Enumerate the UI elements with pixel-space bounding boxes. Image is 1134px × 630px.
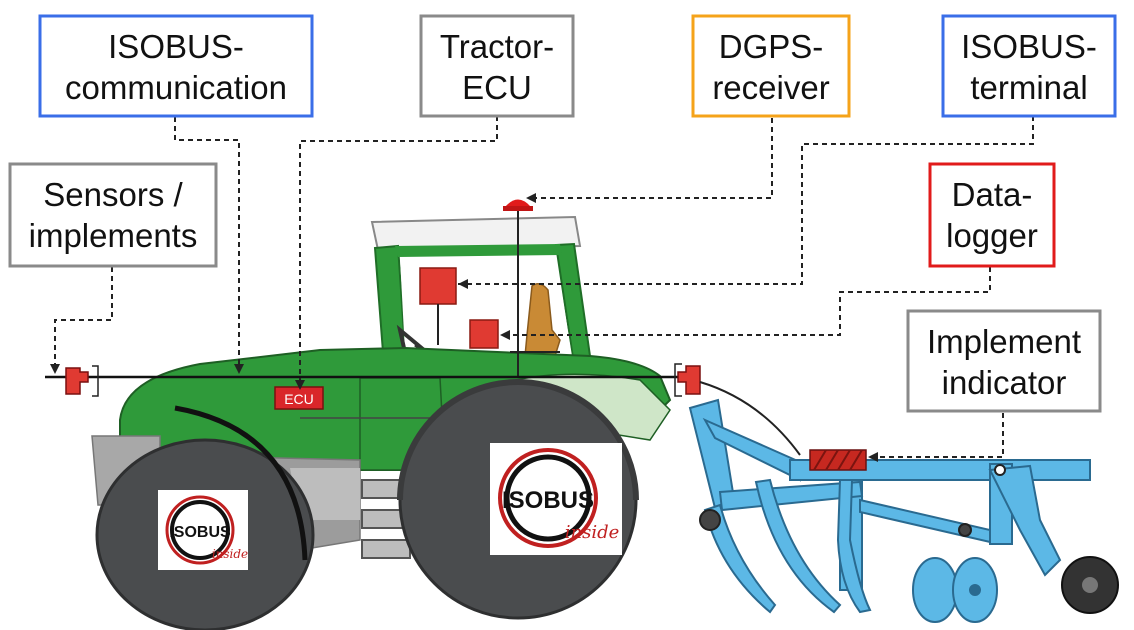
tractor-ecu-line2: ECU <box>462 69 532 106</box>
data-logger-line2: logger <box>946 217 1038 254</box>
ecu-module: ECU <box>274 386 324 410</box>
leader-lines <box>54 116 1034 458</box>
implement-indicator-module <box>809 449 867 471</box>
dgps-receiver-line2: receiver <box>712 69 829 106</box>
ecu-tag: ECU <box>284 391 314 407</box>
isobus-communication-line2: communication <box>65 69 287 106</box>
isobus-terminal-line2: terminal <box>970 69 1087 106</box>
data-logger-module <box>469 319 499 349</box>
label-isobus-terminal: ISOBUS- terminal <box>941 14 1117 118</box>
rear-connector <box>674 363 701 397</box>
cab-roof <box>370 215 582 252</box>
tractor-ecu-line1: Tractor- <box>440 28 554 65</box>
sensors-implements-line1: Sensors / <box>43 176 183 213</box>
isobus-terminal-module <box>419 267 457 305</box>
isobus-communication-line1: ISOBUS- <box>108 28 244 65</box>
label-implement-indicator: Implement indicator <box>906 309 1102 413</box>
sensors-implements-line2: implements <box>29 217 198 254</box>
isobus-logo-rear: ISOBUS inside <box>490 443 622 555</box>
logo-rear-main: ISOBUS <box>502 487 594 514</box>
isobus-terminal-line1: ISOBUS- <box>961 28 1097 65</box>
data-logger-line1: Data- <box>952 176 1033 213</box>
implement-indicator-line2: indicator <box>942 364 1067 401</box>
logo-front-sub: inside <box>212 547 248 561</box>
dgps-antenna <box>503 199 533 376</box>
logo-front-main: ISOBUS <box>169 524 231 541</box>
dgps-receiver-line1: DGPS- <box>719 28 824 65</box>
logo-rear-sub: inside <box>565 522 620 543</box>
front-connector <box>65 365 99 397</box>
label-data-logger: Data- logger <box>928 162 1056 268</box>
label-dgps-receiver: DGPS- receiver <box>691 14 851 118</box>
label-sensors-implements: Sensors / implements <box>8 162 218 268</box>
label-isobus-communication: ISOBUS- communication <box>38 14 314 118</box>
leader-arrowheads <box>50 193 878 462</box>
cultivator-implement <box>688 398 1119 623</box>
implement-indicator-line1: Implement <box>927 323 1081 360</box>
label-tractor-ecu: Tractor- ECU <box>419 14 575 118</box>
isobus-logo-front: ISOBUS inside <box>158 490 248 570</box>
